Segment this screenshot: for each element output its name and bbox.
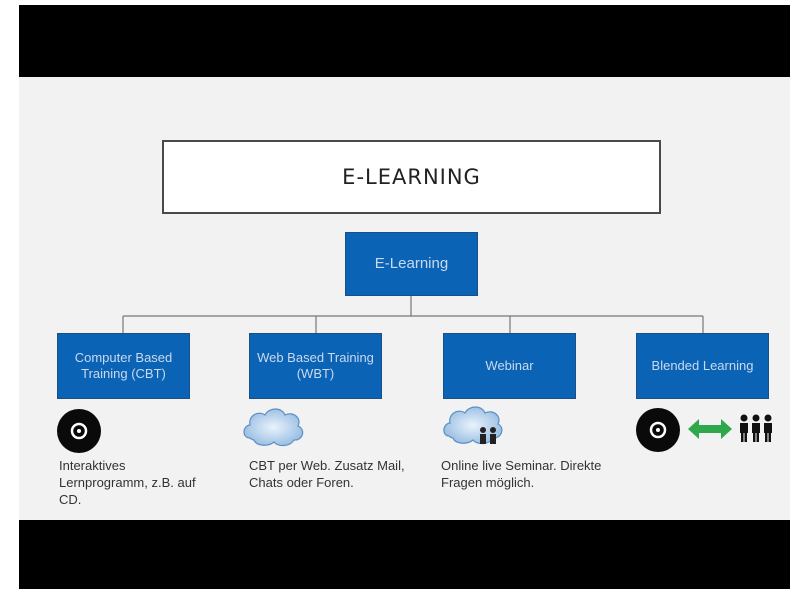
letterbox-bottom bbox=[19, 520, 790, 589]
group-icon bbox=[740, 414, 772, 442]
webinar-description: Online live Seminar. Direkte Fragen mögl… bbox=[441, 458, 602, 490]
node-wbt: Web Based Training (WBT) bbox=[249, 333, 382, 399]
node-cbt: Computer Based Training (CBT) bbox=[57, 333, 190, 399]
node-blended-learning: Blended Learning bbox=[636, 333, 769, 399]
root-node: E-Learning bbox=[345, 232, 478, 296]
node-webinar: Webinar bbox=[443, 333, 576, 399]
diagram-title: E-LEARNING bbox=[162, 140, 661, 214]
cloud-icon bbox=[243, 408, 304, 447]
double-arrow-icon bbox=[688, 419, 732, 439]
cd-icon bbox=[57, 409, 101, 453]
letterbox-top bbox=[19, 5, 790, 77]
cd-icon bbox=[636, 408, 680, 452]
wbt-description: CBT per Web. Zusatz Mail, Chats oder For… bbox=[249, 458, 405, 490]
cloud-people-icon bbox=[443, 406, 503, 445]
cbt-description: Interaktives Lernprogramm, z.B. auf CD. bbox=[59, 458, 196, 507]
